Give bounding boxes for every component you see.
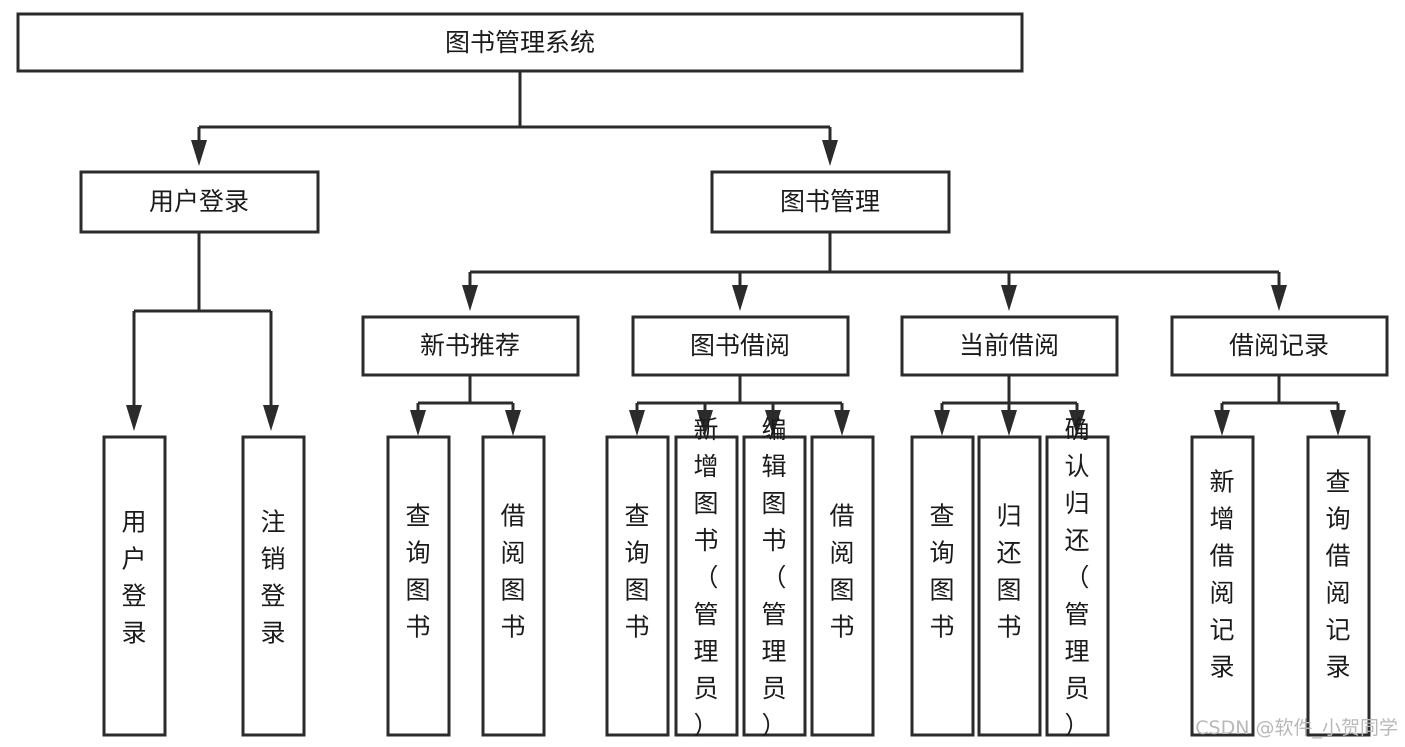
node-root[interactable]: 图书管理系统 xyxy=(16,12,1024,73)
arrowhead-leaf-borrow-book-1 xyxy=(505,410,521,436)
arrowhead-current-borrow xyxy=(1001,285,1017,311)
node-current-borrow-box[interactable] xyxy=(900,315,1119,377)
node-leaf-query-book-1-label: 查询图书 xyxy=(405,502,430,642)
node-leaf-edit-book-box[interactable] xyxy=(742,435,807,737)
node-leaf-user-login-box[interactable] xyxy=(102,435,167,737)
node-current-borrow[interactable]: 当前借阅 xyxy=(900,315,1119,377)
node-root-label: 图书管理系统 xyxy=(445,28,595,57)
arrowhead-new-book-recommend xyxy=(462,285,478,311)
node-leaf-query-book-3[interactable]: 查询图书 xyxy=(910,435,975,737)
node-leaf-confirm-return-box[interactable] xyxy=(1045,435,1110,737)
node-book-management-label: 图书管理 xyxy=(780,187,880,216)
node-borrow-record-box[interactable] xyxy=(1170,315,1389,377)
node-book-management-box[interactable] xyxy=(710,170,951,234)
arrowhead-leaf-add-record xyxy=(1214,410,1230,436)
node-leaf-add-record-label: 新增借阅记录 xyxy=(1209,468,1234,682)
node-leaf-logout[interactable]: 注销登录 xyxy=(241,435,306,737)
arrowhead-leaf-return-book xyxy=(1001,410,1017,436)
node-new-book-recommend[interactable]: 新书推荐 xyxy=(361,315,580,377)
node-leaf-borrow-book-2[interactable]: 借阅图书 xyxy=(810,435,875,737)
node-leaf-query-record[interactable]: 查询借阅记录 xyxy=(1306,435,1371,737)
node-current-borrow-label: 当前借阅 xyxy=(959,331,1059,360)
connector-layer xyxy=(126,71,1346,436)
csdn-watermark: CSDN @软件_小贺同学 xyxy=(1195,717,1398,739)
arrowhead-user-login xyxy=(191,140,207,166)
node-book-borrow-label: 图书借阅 xyxy=(690,331,790,360)
node-leaf-add-book-box[interactable] xyxy=(674,435,739,737)
node-leaf-confirm-return-label: 确认归还（管理员） xyxy=(1064,415,1089,740)
node-leaf-user-login[interactable]: 用户登录 xyxy=(102,435,167,737)
arrowhead-leaf-logout xyxy=(263,405,279,431)
node-leaf-user-login-label: 用户登录 xyxy=(121,508,146,648)
node-leaf-query-book-1-box[interactable] xyxy=(386,435,451,737)
node-leaf-return-book-label: 归还图书 xyxy=(996,502,1021,642)
node-root-box[interactable] xyxy=(16,12,1024,73)
node-leaf-return-book[interactable]: 归还图书 xyxy=(977,435,1042,737)
node-book-management[interactable]: 图书管理 xyxy=(710,170,951,234)
arrowhead-leaf-query-book-3 xyxy=(934,410,950,436)
node-leaf-query-book-2-box[interactable] xyxy=(605,435,670,737)
node-user-login[interactable]: 用户登录 xyxy=(79,170,320,234)
node-leaf-borrow-book-1-label: 借阅图书 xyxy=(500,502,525,642)
node-leaf-add-book-label: 新增图书（管理员） xyxy=(693,415,718,740)
node-leaf-borrow-book-1-box[interactable] xyxy=(481,435,546,737)
node-leaf-confirm-return[interactable]: 确认归还（管理员） xyxy=(1045,415,1110,740)
node-leaf-borrow-book-1[interactable]: 借阅图书 xyxy=(481,435,546,737)
node-leaf-query-book-2-label: 查询图书 xyxy=(624,502,649,642)
node-borrow-record-label: 借阅记录 xyxy=(1229,331,1329,360)
node-leaf-borrow-book-2-box[interactable] xyxy=(810,435,875,737)
node-book-borrow-box[interactable] xyxy=(631,315,850,377)
node-leaf-edit-book[interactable]: 编辑图书（管理员） xyxy=(742,415,807,740)
arrowhead-leaf-query-book-2 xyxy=(629,410,645,436)
node-leaf-add-record[interactable]: 新增借阅记录 xyxy=(1190,435,1255,737)
node-leaf-logout-box[interactable] xyxy=(241,435,306,737)
arrowhead-leaf-user-login xyxy=(126,405,142,431)
arrowhead-book-borrow xyxy=(732,285,748,311)
node-new-book-recommend-label: 新书推荐 xyxy=(420,331,520,360)
arrowhead-borrow-record xyxy=(1271,285,1287,311)
node-leaf-return-book-box[interactable] xyxy=(977,435,1042,737)
node-leaf-query-book-3-label: 查询图书 xyxy=(929,502,954,642)
arrowhead-leaf-borrow-book-2 xyxy=(834,410,850,436)
node-user-login-label: 用户登录 xyxy=(149,187,249,216)
node-leaf-query-book-3-box[interactable] xyxy=(910,435,975,737)
arrowhead-leaf-query-book-1 xyxy=(410,410,426,436)
node-leaf-query-book-1[interactable]: 查询图书 xyxy=(386,435,451,737)
node-leaf-logout-label: 注销登录 xyxy=(260,508,285,648)
node-leaf-query-record-box[interactable] xyxy=(1306,435,1371,737)
arrowhead-leaf-query-record xyxy=(1330,410,1346,436)
node-user-login-box[interactable] xyxy=(79,170,320,234)
node-leaf-edit-book-label: 编辑图书（管理员） xyxy=(761,415,786,740)
node-leaf-query-record-label: 查询借阅记录 xyxy=(1325,468,1350,682)
node-leaf-add-book[interactable]: 新增图书（管理员） xyxy=(674,415,739,740)
node-borrow-record[interactable]: 借阅记录 xyxy=(1170,315,1389,377)
arrowhead-book-management xyxy=(822,140,838,166)
node-book-borrow[interactable]: 图书借阅 xyxy=(631,315,850,377)
node-new-book-recommend-box[interactable] xyxy=(361,315,580,377)
node-leaf-add-record-box[interactable] xyxy=(1190,435,1255,737)
node-leaf-borrow-book-2-label: 借阅图书 xyxy=(829,502,854,642)
node-leaf-query-book-2[interactable]: 查询图书 xyxy=(605,435,670,737)
